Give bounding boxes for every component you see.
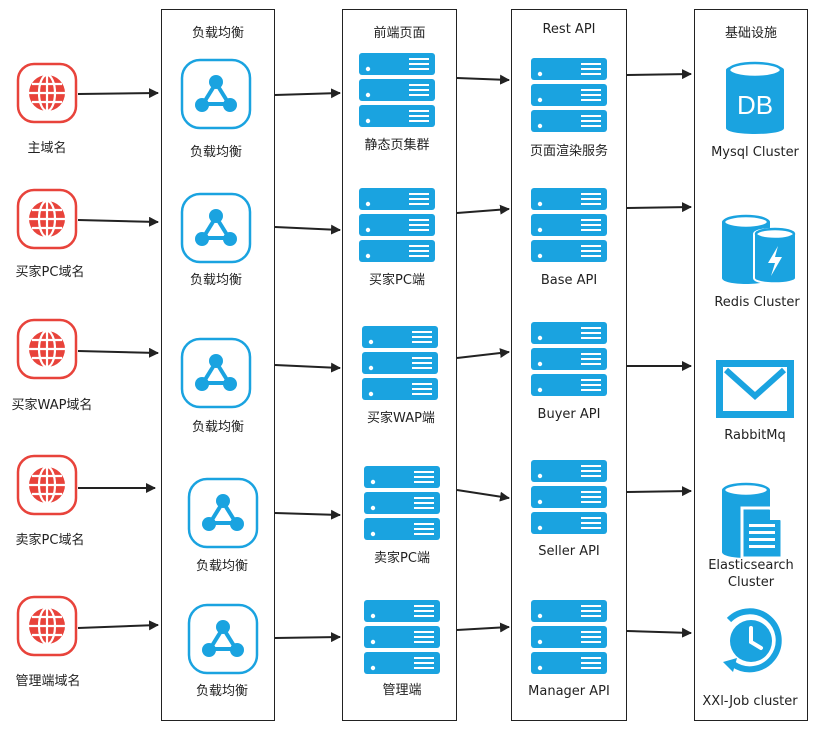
api-label-1: 页面渲染服务 [529,144,609,159]
rest-api-column-title: Rest API [542,22,596,37]
server-stack-icon [531,188,607,262]
infra-column-title: 基础设施 [724,26,777,41]
arrow-lb-fe-3 [274,362,341,373]
infra-label-3: RabbitMq [724,428,786,443]
domain-label-1: 主域名 [27,141,67,156]
globe-icon [16,318,78,380]
frontend-label-1: 静态页集群 [364,138,430,153]
arrow-api-infra-4 [626,486,692,497]
server-stack-icon [531,600,607,674]
lb-label-5: 负载均衡 [195,684,249,699]
scheduler-clock-icon [719,608,783,674]
server-stack-icon [531,460,607,534]
frontend-label-5: 管理端 [382,683,422,698]
api-label-3: Buyer API [537,407,601,422]
load-balancer-icon [180,58,252,130]
load-balancer-column-title: 负载均衡 [191,26,244,41]
arrow-domain-lb-5 [77,620,159,631]
arrow-lb-fe-5 [274,632,341,643]
lb-label-1: 负载均衡 [189,145,243,160]
domain-label-3: 买家WAP域名 [11,398,93,413]
globe-icon [16,595,78,657]
infra-label-1: Mysql Cluster [711,145,799,160]
lb-label-2: 负载均衡 [189,273,243,288]
frontend-column-title: 前端页面 [373,26,426,41]
arrow-fe-api-1 [456,74,510,85]
globe-icon [16,62,78,124]
api-label-2: Base API [540,273,598,288]
globe-icon [16,454,78,516]
frontend-label-2: 买家PC端 [369,273,425,288]
frontend-label-4: 卖家PC端 [374,551,430,566]
arrow-lb-fe-2 [274,224,341,235]
arrow-fe-api-4 [456,489,510,502]
arrow-fe-api-5 [456,622,510,633]
arrow-domain-lb-3 [77,347,159,358]
arrow-lb-fe-4 [274,509,341,520]
redis-cache-icon [720,212,798,286]
server-stack-icon [531,58,607,132]
domain-label-5: 管理端域名 [15,674,81,689]
arrow-domain-lb-1 [77,88,159,99]
api-label-4: Seller API [538,544,600,559]
lb-label-4: 负载均衡 [195,559,249,574]
load-balancer-icon [180,192,252,264]
infra-label-2: Redis Cluster [714,295,800,310]
frontend-label-3: 买家WAP端 [367,411,435,426]
database-icon: DB [724,58,786,140]
load-balancer-icon [187,477,259,549]
search-index-icon [720,480,784,560]
load-balancer-icon [180,337,252,409]
server-stack-icon [362,326,438,400]
domain-label-4: 卖家PC域名 [15,533,85,548]
arrow-api-infra-5 [626,627,692,638]
infra-label-4: Elasticsearch Cluster [708,558,794,590]
arrow-fe-api-2 [456,204,510,215]
domain-label-2: 买家PC域名 [15,265,85,280]
api-label-5: Manager API [528,684,610,699]
server-stack-icon [359,188,435,262]
server-stack-icon [364,600,440,674]
arrow-domain-lb-2 [77,216,159,227]
infra-label-5: XXl-Job cluster [702,694,798,709]
server-stack-icon [359,53,435,127]
arrow-fe-api-3 [456,348,510,359]
arrow-api-infra-2 [626,202,692,213]
database-icon-text: DB [737,90,773,120]
server-stack-icon [531,322,607,396]
arrow-api-infra-1 [626,69,692,80]
mail-queue-icon [716,360,794,418]
server-stack-icon [364,466,440,540]
lb-label-3: 负载均衡 [191,420,245,435]
load-balancer-icon [187,603,259,675]
globe-icon [16,188,78,250]
arrow-lb-fe-1 [274,88,341,99]
